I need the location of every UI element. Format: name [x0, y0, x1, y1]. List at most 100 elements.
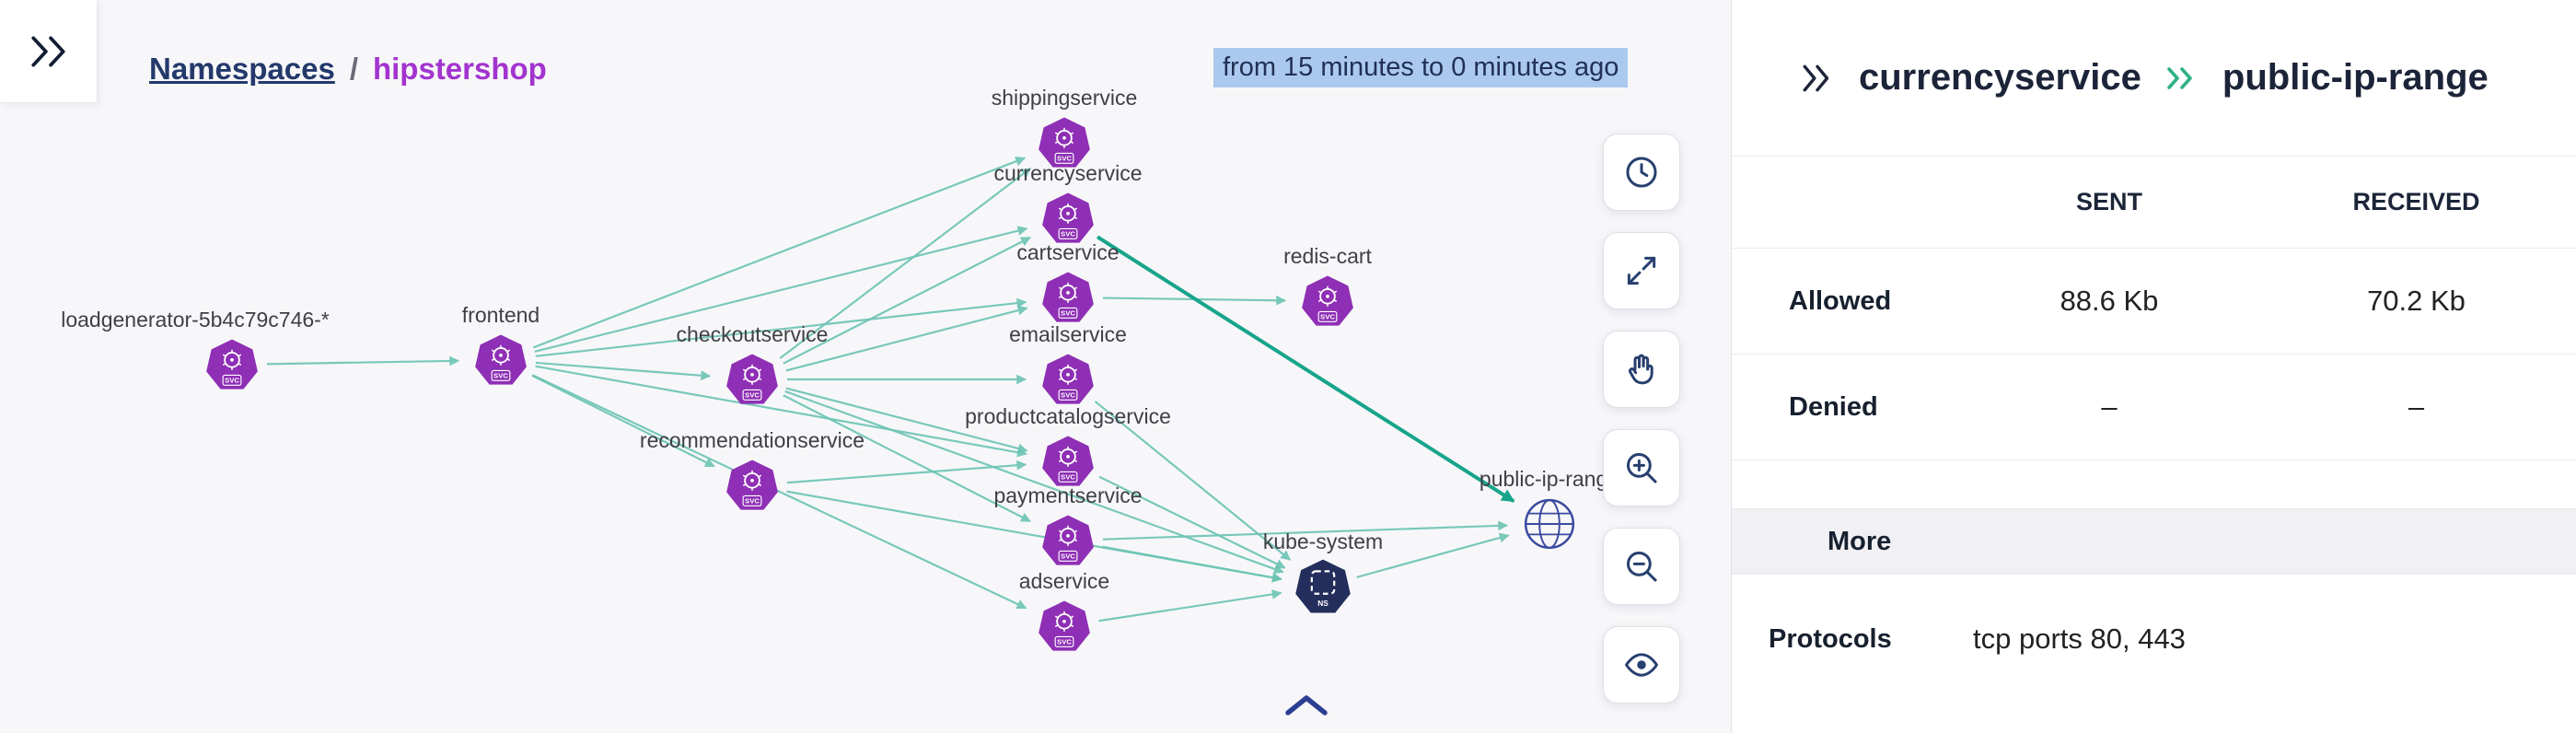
breadcrumb-separator: /: [349, 52, 358, 86]
svg-text:SVC: SVC: [1061, 230, 1075, 239]
graph-node-public-ip-range[interactable]: [1521, 495, 1578, 557]
svg-text:SVC: SVC: [1057, 155, 1072, 163]
expand-bottom-panel-button[interactable]: [1282, 691, 1330, 721]
time-filter-button[interactable]: [1603, 134, 1680, 211]
graph-node-recommendationservice[interactable]: SVC: [725, 459, 779, 517]
graph-node-paymentservice[interactable]: SVC: [1041, 514, 1095, 572]
graph-node-productcatalogservice[interactable]: SVC: [1041, 435, 1095, 493]
protocols-row: Protocols tcp ports 80, 443: [1732, 597, 2576, 681]
graph-edge-currencyservice-public-ip-range[interactable]: [1097, 235, 1515, 504]
stats-row-allowed: Allowed 88.6 Kb 70.2 Kb: [1732, 249, 2576, 355]
svg-text:SVC: SVC: [1061, 553, 1075, 561]
hand-icon: [1628, 354, 1654, 385]
pan-button[interactable]: [1603, 331, 1680, 408]
stats-row-denied: Denied – –: [1732, 355, 2576, 460]
graph-node-adservice[interactable]: SVC: [1038, 599, 1091, 657]
graph-edge-loadgenerator-frontend[interactable]: [266, 355, 460, 366]
graph-edge-frontend-recommendationservice[interactable]: [531, 374, 715, 468]
svg-text:SVC: SVC: [1061, 473, 1075, 482]
flow-direction-icon: [2165, 66, 2199, 90]
svg-text:SVC: SVC: [225, 377, 239, 385]
graph-node-emailservice[interactable]: SVC: [1041, 353, 1095, 411]
fullscreen-button[interactable]: [1603, 232, 1680, 309]
svg-text:SVC: SVC: [1061, 309, 1075, 318]
graph-edge-checkoutservice-currencyservice[interactable]: [783, 236, 1031, 365]
zoom-out-button[interactable]: [1603, 528, 1680, 605]
eye-icon: [1625, 653, 1658, 677]
graph-edge-checkoutservice-shippingservice[interactable]: [779, 167, 1032, 359]
breadcrumb-current-namespace[interactable]: hipstershop: [372, 52, 547, 86]
svg-text:SVC: SVC: [745, 391, 760, 400]
graph-edge-recommendationservice-productcatalogservice[interactable]: [786, 460, 1027, 484]
svg-text:SVC: SVC: [493, 372, 508, 380]
graph-edge-frontend-adservice[interactable]: [531, 374, 1027, 610]
service-hexagon-icon: SVC: [1042, 192, 1094, 243]
sidebar-expand-button[interactable]: [0, 0, 98, 103]
graph-edge-frontend-shippingservice[interactable]: [533, 157, 1027, 349]
allowed-received-value: 70.2 Kb: [2367, 285, 2466, 317]
denied-label: Denied: [1789, 391, 1878, 422]
panel-collapse-button[interactable]: [1800, 64, 1835, 93]
graph-node-cartservice[interactable]: SVC: [1041, 271, 1095, 329]
service-hexagon-icon: SVC: [1042, 272, 1094, 322]
service-hexagon-icon: SVC: [1302, 275, 1353, 326]
graph-edge-frontend-currencyservice[interactable]: [534, 226, 1028, 353]
fullscreen-icon: [1627, 256, 1656, 285]
more-section-toggle[interactable]: More: [1732, 508, 2576, 575]
svg-text:SVC: SVC: [1057, 638, 1072, 646]
graph-node-checkoutservice[interactable]: SVC: [725, 353, 779, 411]
svg-text:SVC: SVC: [1061, 391, 1075, 400]
graph-edge-frontend-checkoutservice[interactable]: [535, 361, 712, 381]
graph-edge-frontend-productcatalogservice[interactable]: [535, 365, 1027, 458]
flow-destination-service: public-ip-range: [2222, 57, 2489, 98]
zoom-in-button[interactable]: [1603, 429, 1680, 506]
graph-node-loadgenerator[interactable]: SVC: [205, 338, 259, 396]
graph-edge-kube-system-public-ip-range[interactable]: [1356, 532, 1510, 578]
globe-icon: [1524, 498, 1575, 550]
service-hexagon-icon: SVC: [1042, 436, 1094, 486]
stats-header-sent: SENT: [2075, 188, 2142, 215]
flow-source-service: currencyservice: [1859, 57, 2141, 98]
graph-node-frontend[interactable]: SVC: [474, 333, 528, 391]
graph-edge-checkoutservice-kube-system[interactable]: [784, 390, 1284, 575]
protocols-label: Protocols: [1769, 623, 1892, 654]
double-chevron-right-icon: [30, 35, 65, 67]
denied-sent-value: –: [2101, 390, 2118, 423]
protocols-value: tcp ports 80, 443: [1973, 622, 2186, 655]
breadcrumb-namespaces-link[interactable]: Namespaces: [149, 52, 335, 86]
graph-edge-frontend-cartservice[interactable]: [535, 297, 1027, 357]
service-hexagon-icon: SVC: [726, 354, 778, 404]
graph-node-label-loadgenerator: loadgenerator-5b4c79c746-*: [61, 308, 330, 332]
graph-edge-paymentservice-public-ip-range[interactable]: [1102, 520, 1509, 541]
time-range-selector[interactable]: from 15 minutes to 0 minutes ago: [1213, 48, 1629, 87]
service-hexagon-icon: SVC: [726, 460, 778, 510]
zoom-out-icon: [1626, 551, 1657, 582]
graph-edge-checkoutservice-paymentservice[interactable]: [783, 394, 1031, 523]
graph-edges-layer: [266, 157, 1515, 622]
clock-icon: [1626, 157, 1657, 188]
allowed-label: Allowed: [1789, 285, 1892, 316]
graph-edge-adservice-kube-system[interactable]: [1098, 589, 1282, 622]
svg-text:NS: NS: [1317, 599, 1329, 608]
graph-edge-checkoutservice-cartservice[interactable]: [785, 305, 1028, 372]
graph-node-redis-cart[interactable]: SVC: [1301, 274, 1354, 332]
graph-node-shippingservice[interactable]: SVC: [1038, 116, 1091, 174]
graph-edge-checkoutservice-productcatalogservice[interactable]: [785, 387, 1028, 454]
chevron-up-icon: [1285, 695, 1328, 716]
flow-detail-panel: currencyservice public-ip-range SENT REC…: [1732, 0, 2576, 733]
more-label: More: [1828, 526, 1892, 556]
graph-edge-productcatalogservice-kube-system[interactable]: [1098, 475, 1286, 569]
graph-node-label-kube-system: kube-system: [1262, 529, 1384, 553]
graph-edge-paymentservice-kube-system[interactable]: [1102, 545, 1282, 583]
visibility-button[interactable]: [1603, 626, 1680, 704]
svg-text:SVC: SVC: [1320, 313, 1335, 321]
graph-node-label-redis-cart: redis-cart: [1283, 244, 1372, 268]
service-hexagon-icon: SVC: [206, 339, 258, 390]
graph-node-currencyservice[interactable]: SVC: [1041, 192, 1095, 250]
map-toolbar: [1603, 134, 1680, 704]
graph-node-kube-system[interactable]: NS: [1294, 558, 1352, 620]
service-hexagon-icon: SVC: [1039, 117, 1090, 168]
stats-header-row: SENT RECEIVED: [1732, 157, 2576, 249]
